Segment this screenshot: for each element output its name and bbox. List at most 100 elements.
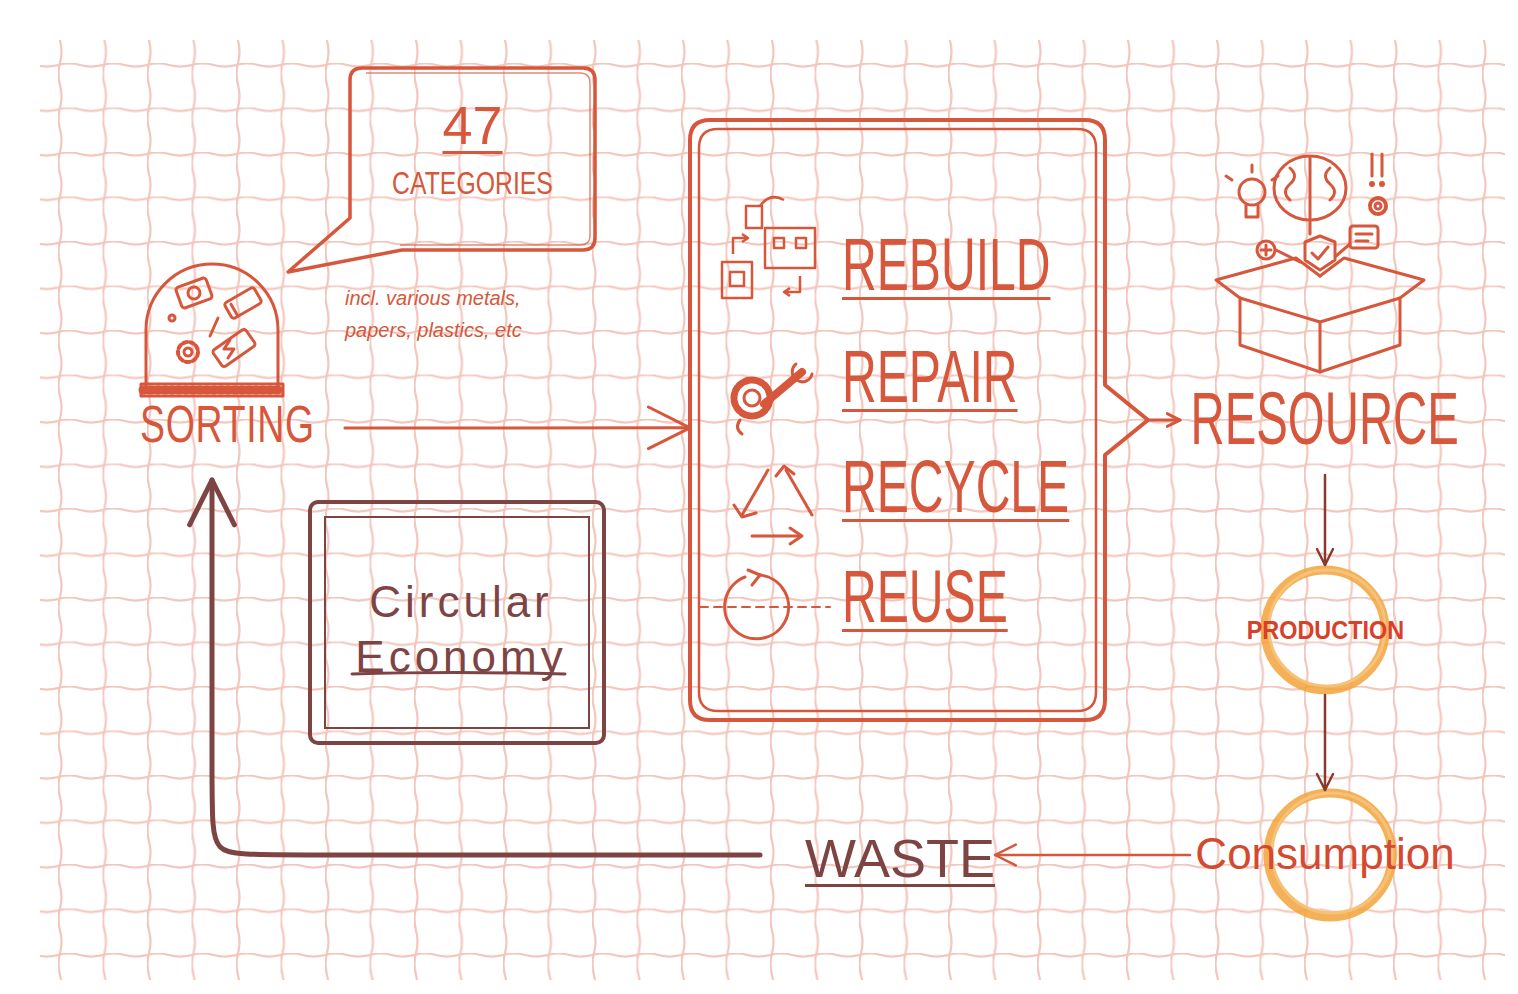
text-holder: REUSE <box>842 560 1242 634</box>
recycle-icon-part <box>742 470 768 515</box>
sorting-dome-part <box>224 340 234 358</box>
resource-icon <box>1216 154 1424 372</box>
sorting-dome-part <box>188 287 200 299</box>
sorting-dome-part <box>212 328 256 367</box>
grid-paper <box>40 40 1505 980</box>
resource-icon-part <box>1276 250 1300 262</box>
text-holder: CATEGORIES <box>350 168 595 199</box>
resource-icon-part <box>1309 158 1312 218</box>
recycle-icon <box>734 466 812 544</box>
process-stage: SORTING <box>110 250 345 480</box>
text-holder: PRODUCTION <box>1200 617 1450 643</box>
flow-arrow <box>1150 419 1180 422</box>
stage-circle: Consumption <box>1190 790 1460 920</box>
resource-icon-part <box>1226 176 1232 180</box>
resource-icon-part <box>1246 205 1258 217</box>
rebuild-icon-part <box>760 197 784 206</box>
waste-stage: WASTE <box>760 828 995 888</box>
resource-icon-part <box>1312 247 1328 259</box>
callout-text: CATEGORIES <box>392 168 553 199</box>
resource-icon-part <box>1239 179 1265 205</box>
text-holder: WASTE <box>720 831 995 885</box>
sorting-dome-part <box>143 386 282 395</box>
resource-icon-part <box>1265 245 1268 255</box>
recycle-icon-part <box>776 466 794 476</box>
recycle-icon-part <box>752 535 800 538</box>
flow-arrow <box>995 854 1190 857</box>
reuse-icon-part <box>700 606 830 608</box>
sorting-dome-part <box>184 348 192 356</box>
stage-label: Consumption <box>1195 832 1454 876</box>
resource-icon-part <box>1381 154 1384 176</box>
rebuild-icon-part <box>774 238 784 248</box>
sorting-dome-part <box>141 384 283 396</box>
rebuild-icon-part <box>765 228 815 268</box>
repair-icon-part <box>764 372 802 404</box>
sorting-dome-part <box>146 264 278 390</box>
resource-icon-part <box>1309 220 1312 234</box>
repair-icon-part <box>734 380 770 416</box>
resource-icon-part <box>1274 156 1346 220</box>
action-box: REBUILDREPAIRRECYCLEREUSE <box>690 120 1150 720</box>
resource-icon-part <box>1371 183 1374 186</box>
note-text: incl. various metals, papers, plastics, … <box>345 282 580 346</box>
bubble-outline <box>288 68 595 272</box>
flow-arrow <box>345 426 690 429</box>
resource-icon-part <box>1305 236 1335 270</box>
callout-bubble-outline <box>350 68 595 250</box>
resource-icon-part <box>1251 165 1254 172</box>
rebuild-icon-part <box>784 288 790 296</box>
text-holder: Consumption <box>1170 832 1480 876</box>
text-holder: RECYCLE <box>842 450 1242 524</box>
resource-icon-part <box>1257 241 1275 259</box>
rebuild-icon <box>722 197 815 298</box>
resource-icon-part <box>1375 203 1381 209</box>
title-box: Circular Economy <box>308 500 606 745</box>
resource-icon-part <box>1356 240 1368 243</box>
flow-arrow <box>1324 695 1327 790</box>
recycle-icon-part <box>734 505 756 517</box>
resource-icon-part <box>1371 154 1374 176</box>
title-text: Circular Economy <box>332 574 590 684</box>
rebuild-icon-part <box>746 206 762 228</box>
box-outline <box>690 120 1148 720</box>
rebuild-icon-part <box>730 272 744 286</box>
reuse-icon <box>700 570 830 639</box>
rebuild-icon-part <box>722 262 752 298</box>
recycle-icon-part <box>786 470 812 515</box>
stage-label: PRODUCTION <box>1246 617 1403 643</box>
sorting-dome-part <box>231 304 238 316</box>
resource-icon-part <box>1272 176 1278 180</box>
resource-icon-part <box>1240 298 1320 372</box>
repair-icon-part <box>792 364 812 382</box>
resource-icon-part <box>1216 258 1320 298</box>
sorting-dome-part <box>175 277 213 309</box>
resource-icon-part <box>1320 258 1424 298</box>
resource-icon-part <box>1350 226 1378 248</box>
callout-bubble: 47CATEGORIES <box>350 68 595 250</box>
text-holder: 47 <box>350 98 595 152</box>
text-holder: REBUILD <box>842 228 1242 302</box>
repair-icon-part <box>744 390 760 406</box>
resource-icon-part <box>1356 233 1372 236</box>
resource-icon-part <box>1320 298 1400 372</box>
box-outline <box>699 129 1096 711</box>
action-label: RECYCLE <box>842 450 1069 524</box>
resource-icon-part <box>1336 244 1350 256</box>
rebuild-icon-part <box>796 238 806 248</box>
stage-label: SORTING <box>140 398 315 450</box>
action-label: REPAIR <box>842 340 1018 414</box>
resource-icon-part <box>1370 198 1386 214</box>
sorting-dome-part <box>178 342 198 362</box>
sorting-dome-part <box>224 287 262 320</box>
recycle-icon-part <box>790 528 802 544</box>
text-holder: SORTING <box>80 398 375 450</box>
action-label: REUSE <box>842 560 1008 634</box>
bubble-outline <box>366 73 590 245</box>
repair-icon-part <box>737 420 742 434</box>
resource-icon-part <box>1286 168 1295 200</box>
